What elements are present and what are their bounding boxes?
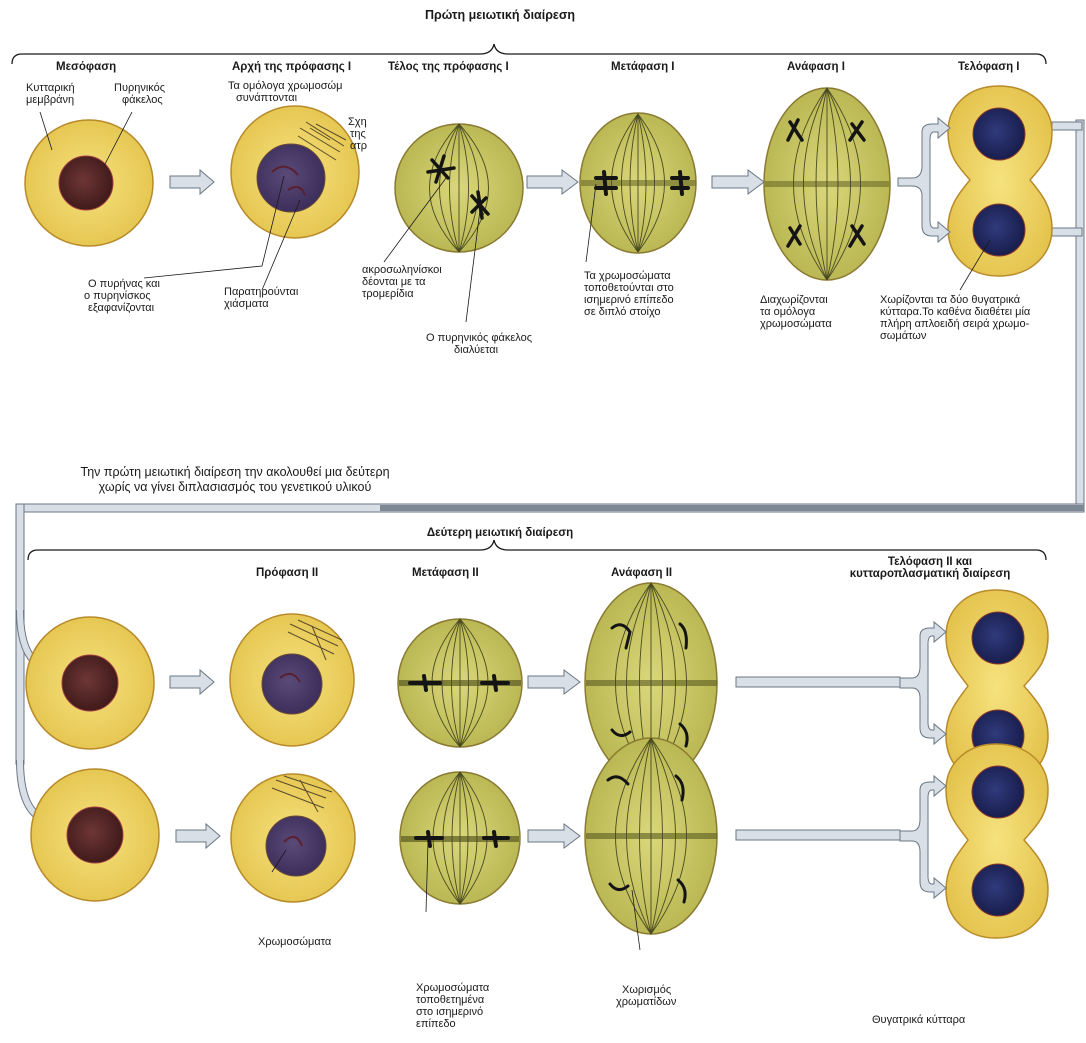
cell-row2-interphase: [26, 617, 154, 749]
label-equator1-3: ισημερινό επίπεδο: [584, 294, 674, 306]
stage-telophase2-1: Τελόφαση ΙΙ και: [820, 556, 1040, 568]
transition-line2: χωρίς να γίνει διπλασιασμός του γενετικο…: [20, 480, 450, 495]
cell-metaphase2-b: [400, 772, 520, 904]
label-nucleolus-2: ο πυρηνίσκος: [84, 290, 151, 302]
cell-prophase2-b: [231, 774, 355, 902]
label-chromatids-1: Χωρισμός: [622, 984, 671, 996]
label-envelope-dissolves-1: Ο πυρηνικός φάκελος: [426, 332, 532, 344]
label-nuclear-envelope-1: Πυρηνικός: [114, 82, 165, 94]
cell-row3-interphase: [31, 769, 159, 901]
label-daughters-2: κύτταρα.Το καθένα διαθέτει μία: [880, 306, 1030, 318]
label-nuclear-envelope-2: φάκελος: [122, 94, 163, 106]
label-homologs-pair-2: συνάπτονται: [236, 92, 297, 104]
stage-interphase: Μεσόφαση: [56, 61, 116, 73]
label-kinetochore-2: δέονται με τα: [362, 276, 426, 288]
cell-telophase1: [948, 86, 1052, 276]
stage-telophase2-2: κυτταροπλασματική διαίρεση: [820, 568, 1040, 580]
stage-early-prophase1: Αρχή της πρόφασης Ι: [232, 61, 351, 73]
cell-metaphase1: [580, 113, 696, 253]
cell-anaphase2-b: [585, 738, 717, 934]
label-daughters-3: πλήρη απλοειδή σειρά χρωμο-: [880, 318, 1029, 330]
cell-anaphase1: [764, 88, 890, 280]
stage-telophase1: Τελόφαση Ι: [958, 61, 1020, 73]
label-kinetochore-1: ακροσωληνίσκοι: [362, 264, 442, 276]
label-equator1-4: σε διπλό στοίχο: [584, 306, 661, 318]
stage-prophase2: Πρόφαση ΙΙ: [256, 567, 318, 579]
cell-telophase2-b: [946, 744, 1048, 938]
label-equator2-1: Χρωμοσώματα: [416, 982, 489, 994]
label-equator2-4: επίπεδο: [416, 1018, 456, 1030]
transition-line1: Την πρώτη μειωτική διαίρεση την ακολουθε…: [20, 465, 450, 480]
label-kinetochore-3: τρομερίδια: [362, 288, 414, 300]
label-nucleolus-3: εξαφανίζονται: [88, 302, 154, 314]
label-chiasmata-2: χιάσματα: [224, 298, 269, 310]
cell-interphase: [25, 120, 153, 246]
stage-metaphase1: Μετάφαση Ι: [611, 61, 675, 73]
stage-late-prophase1: Τέλος της πρόφασης Ι: [388, 61, 509, 73]
title-meiosis1: Πρώτη μειωτική διαίρεση: [370, 8, 630, 23]
label-cell-membrane-2: μεμβράνη: [26, 94, 74, 106]
stage-anaphase1: Ανάφαση Ι: [787, 61, 845, 73]
title-meiosis2: Δεύτερη μειωτική διαίρεση: [390, 527, 610, 539]
label-daughters-4: σωμάτων: [880, 330, 926, 342]
meiosis1-brace: [12, 44, 1046, 64]
cell-late-prophase1: [395, 124, 523, 252]
label-chromosomes: Χρωμοσώματα: [258, 936, 331, 948]
label-equator2-3: στο ισημερινό: [416, 1006, 483, 1018]
label-homologs-sep-2: τα ομόλογα: [760, 306, 815, 318]
label-homologs-sep-3: χρωμοσώματα: [760, 318, 832, 330]
label-chiasmata-1: Παρατηρούνται: [224, 286, 298, 298]
label-envelope-dissolves-2: διαλύεται: [454, 344, 498, 356]
cell-metaphase2-a: [398, 619, 522, 747]
label-daughters-1: Χωρίζονται τα δύο θυγατρικά: [880, 294, 1020, 306]
label-equator1-1: Τα χρωμοσώματα: [584, 270, 671, 282]
label-daughter-cells: Θυγατρικά κύτταρα: [872, 1014, 965, 1026]
label-equator2-2: τοποθετημένα: [416, 994, 484, 1006]
label-nucleolus-1: Ο πυρήνας και: [88, 278, 160, 290]
stage-metaphase2: Μετάφαση ΙΙ: [412, 567, 479, 579]
label-chromatids-2: χρωματίδων: [616, 996, 676, 1008]
cell-early-prophase1: [231, 106, 359, 238]
label-equator1-2: τοποθετούνται στο: [584, 282, 674, 294]
label-cell-membrane-1: Κυτταρική: [26, 82, 75, 94]
label-side-cut-1: Σχη: [348, 116, 367, 128]
label-homologs-sep-1: Διαχωρίζονται: [760, 294, 828, 306]
label-homologs-pair-1: Τα ομόλογα χρωμοσώμ: [228, 80, 342, 92]
label-side-cut-2: της: [350, 128, 366, 140]
stage-anaphase2: Ανάφαση ΙΙ: [611, 567, 672, 579]
label-side-cut-3: ατρ: [350, 140, 367, 152]
cell-prophase2-a: [230, 614, 354, 746]
